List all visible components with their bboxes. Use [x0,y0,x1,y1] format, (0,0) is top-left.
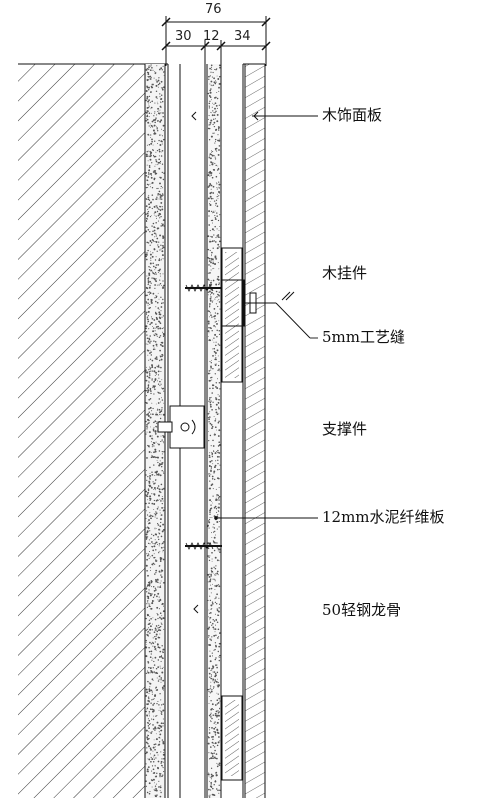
dimension-total: 76 [205,2,222,17]
dimension-lines [161,16,271,66]
label-wood-hanger: 木挂件 [322,264,368,282]
wood-finish-panel [242,63,266,798]
label-steel-keel: 50轻钢龙骨 [322,601,402,619]
screw-lower [185,542,222,550]
dimension-part-2: 12 [203,29,220,44]
label-support: 支撑件 [322,420,368,438]
support-bracket [157,405,205,449]
dimension-part-3: 34 [234,29,251,44]
dimension-part-1: 30 [175,29,192,44]
label-craft-gap: 5mm工艺缝 [322,328,405,346]
wood-hanger-lower [221,695,243,781]
concrete-wall [18,63,168,798]
screw-upper [185,284,222,292]
wood-hanger-upper [221,247,245,383]
plaster-layer [144,64,166,798]
leader-lines [214,115,318,520]
cement-fiber-board [206,64,222,798]
label-cement-board: 12mm水泥纤维板 [322,508,445,526]
craft-gap-connector [244,292,276,314]
label-wood-panel: 木饰面板 [322,106,383,124]
